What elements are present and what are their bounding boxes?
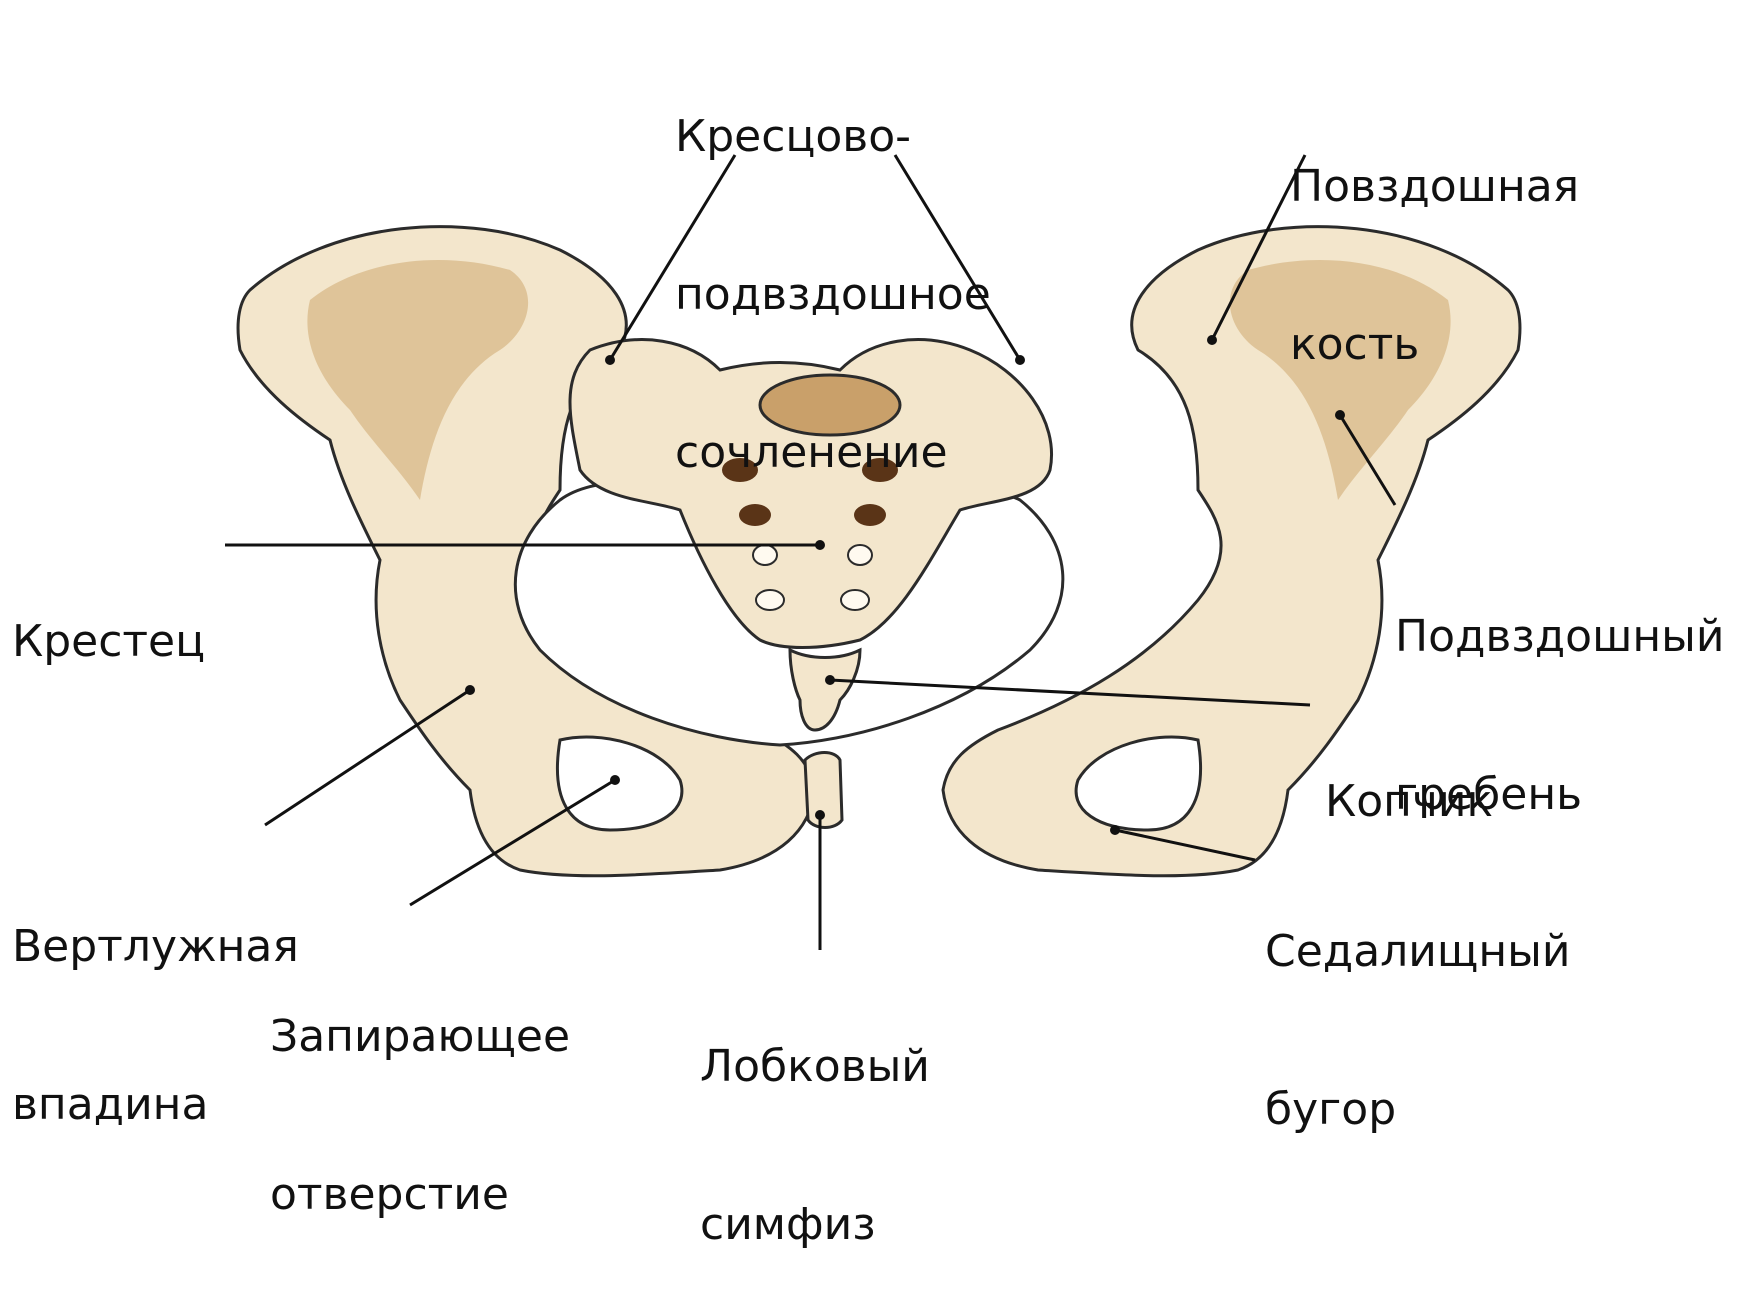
dot-obturator [610,775,620,785]
dot-ilium [1207,335,1217,345]
label-line: подвздошное [675,269,991,322]
label-line: Запирающее [270,1011,570,1064]
dot-ischial-tuberosity [1110,825,1120,835]
label-line: Крестец [12,616,205,669]
dot-pubic-symphysis [815,810,825,820]
label-line: бугор [1265,1084,1570,1137]
dot-sacroiliac-left [605,355,615,365]
label-acetabulum: Вертлужная впадина [12,815,299,1185]
label-line: кость [1290,319,1579,372]
label-ischial-tuberosity: Седалищный бугор [1265,820,1570,1190]
label-line: сочленение [675,427,991,480]
label-pubic-symphysis: Лобковый симфиз [700,935,930,1305]
label-ilium: Повздошная кость [1290,55,1579,425]
label-line: отверстие [270,1169,570,1222]
dot-acetabulum [465,685,475,695]
sacral-foramen-3r [848,545,872,565]
label-line: Подвздошный [1395,611,1724,664]
sacral-foramen-4l [756,590,784,610]
label-sacrum: Крестец [12,510,205,721]
label-line: Кресцово- [675,111,991,164]
sacral-foramen-3l [753,545,777,565]
label-line: Повздошная [1290,161,1579,214]
label-line: Лобковый [700,1041,930,1094]
label-line: Седалищный [1265,926,1570,979]
label-line: Вертлужная [12,921,299,974]
dot-sacroiliac-right [1015,355,1025,365]
label-sacroiliac-joint: Кресцово- подвздошное сочленение [675,5,991,533]
sacral-foramen-4r [841,590,869,610]
label-line: впадина [12,1079,299,1132]
dot-sacrum [815,540,825,550]
dot-coccyx [825,675,835,685]
label-obturator-foramen: Запирающее отверстие [270,905,570,1275]
label-line: симфиз [700,1199,930,1252]
